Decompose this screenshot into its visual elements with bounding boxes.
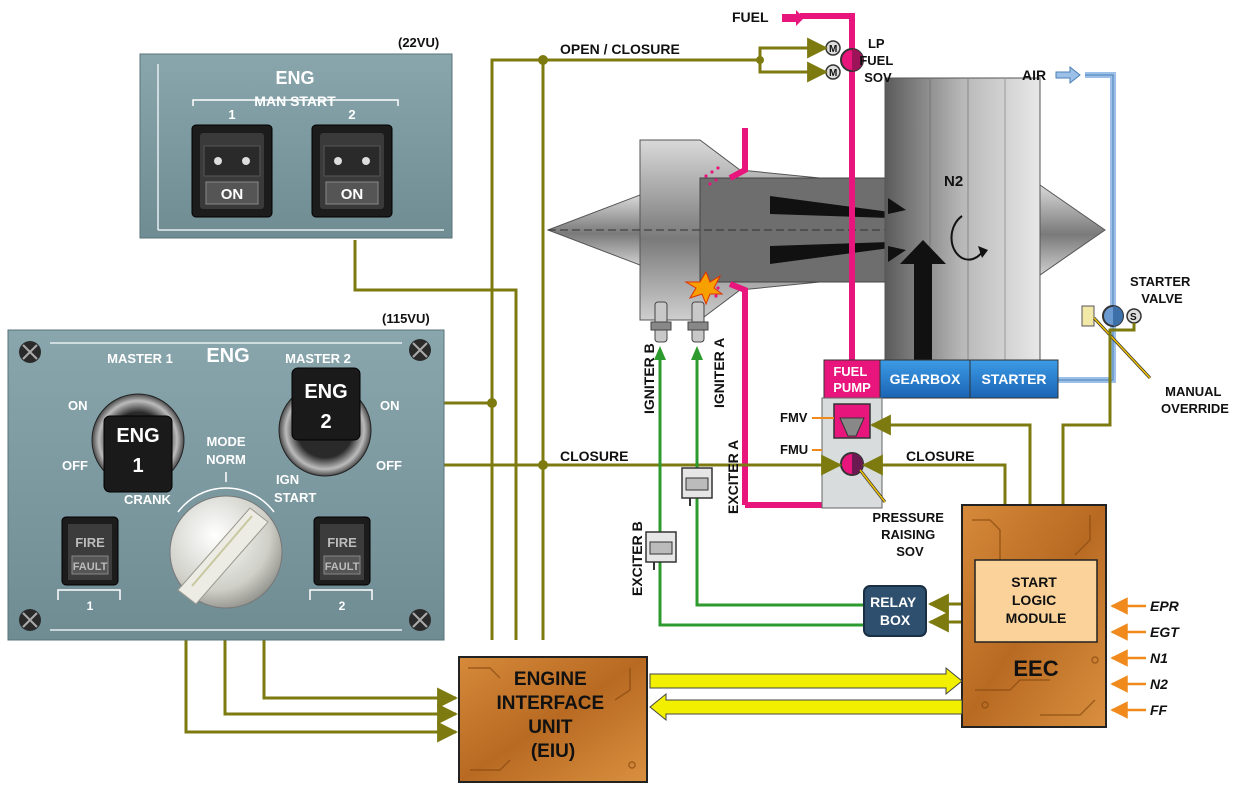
- start-logic-module-label: START LOGIC MODULE: [1006, 574, 1067, 626]
- master-switch-1[interactable]: [91, 393, 185, 493]
- eec-inputs: [1110, 597, 1146, 719]
- master-1-number: 1: [132, 455, 143, 477]
- eiu-box: [458, 656, 648, 783]
- master-1-label: MASTER 1: [107, 351, 173, 366]
- man-start-switch-1[interactable]: [191, 124, 273, 218]
- fuel-pump-label: FUEL PUMP: [833, 364, 871, 395]
- fire-fault-2[interactable]: [313, 516, 371, 586]
- starter-box: [969, 359, 1059, 399]
- n2-label: N2: [944, 173, 963, 190]
- igniter-spark-icon: [684, 270, 724, 306]
- starter-valve: S: [1081, 305, 1142, 327]
- relay-box-label: RELAY BOX: [870, 594, 920, 628]
- fmu-label: FMU: [780, 442, 808, 457]
- exciter-b: [645, 531, 677, 570]
- switch-2-number: 2: [348, 107, 355, 122]
- mode-crank-label: CRANK: [124, 492, 172, 507]
- exciter-b-label: EXCITER B: [629, 521, 645, 596]
- start-logic-module-box: [974, 559, 1098, 643]
- master-1-on-label: ON: [68, 398, 88, 413]
- panel-115vu-title: ENG: [206, 345, 249, 367]
- closure-left-label: CLOSURE: [560, 448, 628, 464]
- fuel-inlet-arrow: [782, 10, 804, 26]
- motor-symbol-1: M: [829, 44, 837, 55]
- open-closure-label: OPEN / CLOSURE: [560, 41, 680, 57]
- mode-start-label: START: [274, 490, 316, 505]
- master-2-on-label: ON: [380, 398, 400, 413]
- mode-label: MODE: [207, 434, 246, 449]
- igniter-plugs: [650, 301, 709, 343]
- fire-2-label: FIRE: [327, 535, 357, 550]
- panel-22vu-subtitle: MAN START: [254, 93, 336, 109]
- switch-1-number: 1: [228, 107, 235, 122]
- gearbox-label: GEARBOX: [890, 371, 961, 387]
- fault-2-label: FAULT: [325, 561, 360, 573]
- signal-lines: [184, 37, 1136, 743]
- engine-core: [546, 77, 1106, 386]
- fuel-label: FUEL: [732, 9, 769, 25]
- fire-1-label: FIRE: [75, 535, 105, 550]
- master-2-number: 2: [320, 411, 331, 433]
- eec-input-ff: FF: [1150, 702, 1168, 718]
- starter-label: STARTER: [981, 371, 1046, 387]
- fault-1-label: FAULT: [73, 561, 108, 573]
- lp-fuel-sov-label: LP FUEL SOV: [859, 36, 896, 85]
- master-1-off-label: OFF: [62, 458, 88, 473]
- switch-2-on-label: ON: [341, 186, 364, 203]
- mode-norm-label: NORM: [206, 452, 246, 467]
- switch-1-on-label: ON: [221, 186, 244, 203]
- mode-selector-knob[interactable]: [169, 495, 283, 609]
- fuel-pump-box: [823, 359, 881, 399]
- pressure-raising-sov-label: PRESSURE RAISING SOV: [872, 510, 947, 559]
- exciter-a: [681, 467, 713, 506]
- exciter-a-label: EXCITER A: [725, 440, 741, 514]
- fire-fault-1[interactable]: [61, 516, 119, 586]
- man-start-switch-2[interactable]: [311, 124, 393, 218]
- igniter-b-label: IGNITER B: [641, 343, 657, 414]
- ignition-wires: [658, 352, 864, 627]
- igniter-a-label: IGNITER A: [711, 338, 727, 408]
- gearbox-box: [879, 359, 971, 399]
- eec-label: EEC: [1013, 656, 1058, 681]
- panel-22vu-id: (22VU): [398, 35, 439, 50]
- air-inlet-arrow: [1055, 65, 1081, 85]
- master-1-eng-label: ENG: [116, 425, 159, 447]
- closure-right-label: CLOSURE: [906, 448, 974, 464]
- motor-symbol-2: M: [829, 68, 837, 79]
- n2-rotation-arrow: [950, 215, 983, 261]
- fmv-label: FMV: [780, 410, 808, 425]
- panel-115vu-id: (115VU): [382, 311, 430, 326]
- mode-ign-label: IGN: [276, 472, 299, 487]
- master-2-off-label: OFF: [376, 458, 402, 473]
- eec-input-egt: EGT: [1150, 624, 1180, 640]
- manual-override-leader: [1093, 317, 1151, 379]
- master-switch-2[interactable]: [278, 367, 372, 477]
- relay-box: [863, 585, 927, 637]
- panel-22vu-title: ENG: [275, 68, 314, 88]
- fire-2-number: 2: [339, 599, 346, 613]
- manual-override-label: MANUAL OVERRIDE: [1161, 384, 1229, 416]
- starter-valve-label: STARTER VALVE: [1130, 274, 1194, 306]
- master-2-label: MASTER 2: [285, 351, 351, 366]
- eiu-eec-bus: [649, 666, 963, 722]
- panel-screws: [19, 339, 431, 631]
- eec-input-epr: EPR: [1150, 598, 1180, 614]
- solenoid-symbol: S: [1130, 312, 1137, 323]
- master-2-eng-label: ENG: [304, 381, 347, 403]
- eiu-label: ENGINE INTERFACE UNIT (EIU): [497, 669, 610, 762]
- air-label: AIR: [1022, 67, 1046, 83]
- lp-fuel-sov-valve: M M: [825, 40, 864, 80]
- fire-1-number: 1: [87, 599, 94, 613]
- eec-input-n2: N2: [1150, 676, 1168, 692]
- eec-input-n1: N1: [1150, 650, 1168, 666]
